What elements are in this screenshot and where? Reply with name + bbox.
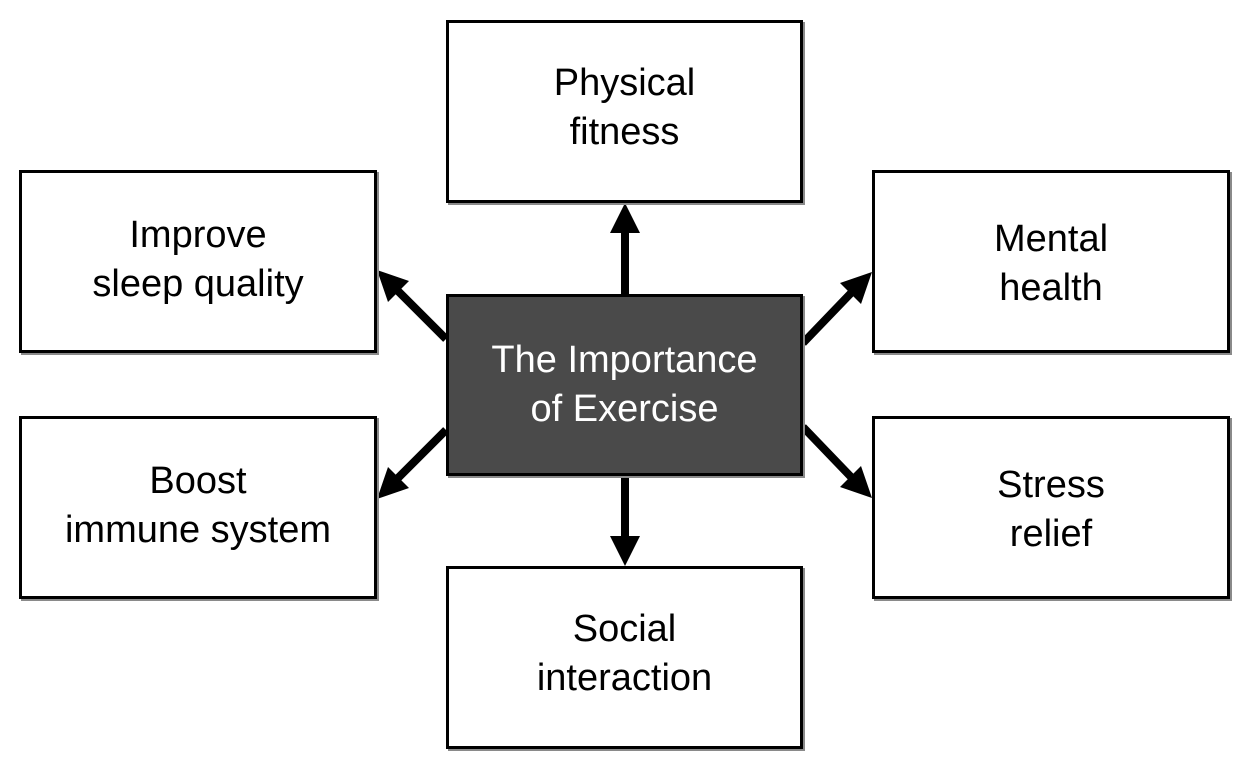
arrow-to-physical-fitness — [610, 203, 640, 294]
node-label-line-2: immune system — [64, 508, 332, 551]
arrow-to-immune-system — [377, 427, 449, 499]
node-label-line-1: Stress — [997, 463, 1105, 506]
node-social-interaction: Social interaction — [446, 566, 803, 749]
node-label-line-2: health — [999, 266, 1103, 309]
arrow-to-social-interaction — [610, 476, 640, 566]
node-stress-relief: Stress relief — [872, 416, 1230, 599]
node-label-line-1: Mental — [993, 217, 1109, 260]
node-label-line-2: sleep quality — [92, 262, 304, 305]
node-label-line-1: Improve — [129, 213, 267, 256]
center-label-line-2: of Exercise — [530, 388, 719, 430]
node-physical-fitness: Physical fitness — [446, 20, 803, 203]
node-label-line-1: Physical — [553, 61, 696, 104]
center-label-line-1: The Importance — [491, 339, 758, 381]
node-boost-immune-system: Boost immune system — [19, 416, 377, 599]
node-label-line-2: relief — [1009, 512, 1093, 555]
node-improve-sleep-quality: Improve sleep quality — [19, 170, 377, 353]
center-node-importance-of-exercise: The Importance of Exercise — [446, 294, 803, 476]
node-label-line-2: interaction — [536, 656, 713, 699]
node-label-line-1: Boost — [149, 459, 247, 502]
arrow-to-stress-relief — [800, 424, 872, 498]
node-label-line-1: Social — [572, 607, 677, 650]
node-label-line-2: fitness — [569, 110, 680, 153]
arrow-to-sleep-quality — [377, 270, 449, 342]
arrow-to-mental-health — [800, 272, 872, 346]
node-mental-health: Mental health — [872, 170, 1230, 353]
